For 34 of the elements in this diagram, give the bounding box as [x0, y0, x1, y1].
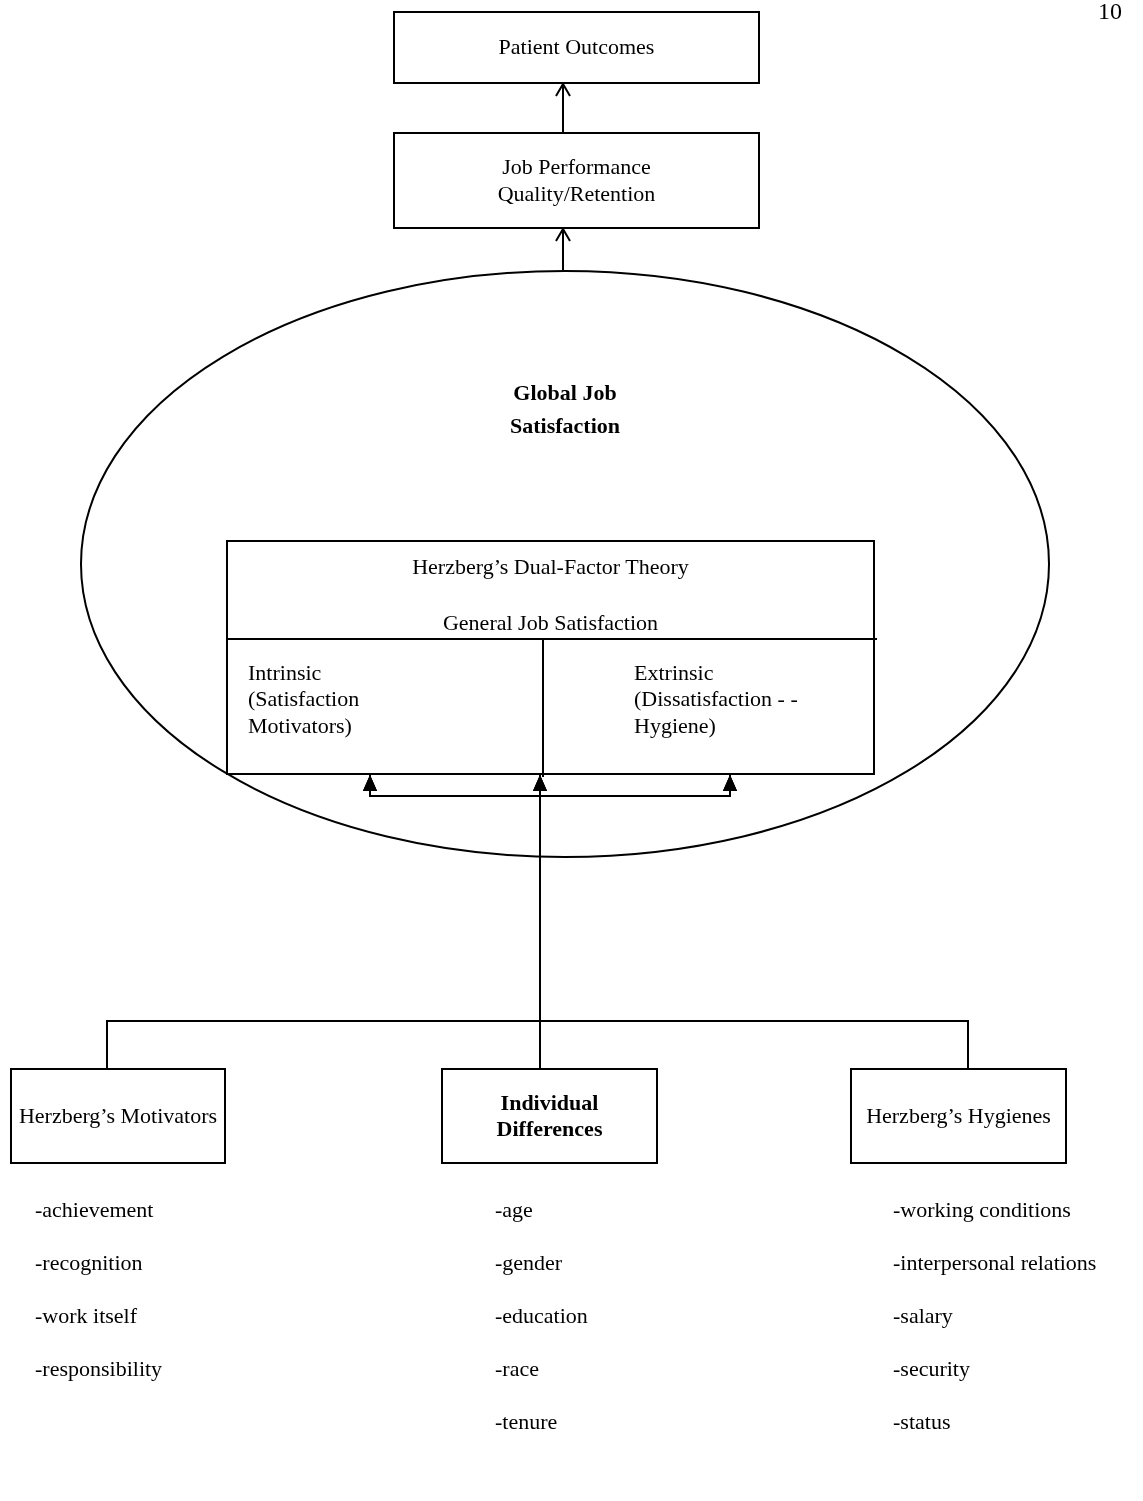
arrow — [555, 228, 571, 271]
process-box — [393, 11, 760, 84]
list-item: -achievement — [35, 1197, 154, 1223]
list-item: -tenure — [495, 1409, 558, 1435]
process-box — [10, 1068, 226, 1164]
oval-title: Global Job Satisfaction — [509, 379, 621, 440]
cell-text: Intrinsic (Satisfaction Motivators) — [248, 660, 361, 740]
box-label: Job Performance Quality/Retention — [496, 154, 657, 207]
list-item: -age — [495, 1197, 533, 1223]
list-item: -status — [893, 1409, 951, 1435]
cell-text: Extrinsic (Dissatisfaction - -Hygiene) — [634, 660, 799, 740]
list-item: -responsibility — [35, 1356, 163, 1382]
list-item: -working conditions — [893, 1197, 1071, 1223]
arrow — [555, 83, 571, 133]
list-item: -gender — [495, 1250, 563, 1276]
process-box — [850, 1068, 1067, 1164]
list-item: -race — [495, 1356, 539, 1382]
table-cell — [542, 638, 877, 777]
list-item: -security — [893, 1356, 970, 1382]
page-number: 10 — [1098, 0, 1122, 25]
process-box — [393, 132, 760, 229]
list-item: -work itself — [35, 1303, 138, 1329]
process-box — [441, 1068, 658, 1164]
list-item: -recognition — [35, 1250, 143, 1276]
box-label: Individual Differences — [495, 1089, 604, 1143]
box-label: Herzberg’s Motivators — [18, 1102, 218, 1130]
list-item: -interpersonal relations — [893, 1250, 1097, 1276]
list-item: -salary — [893, 1303, 953, 1329]
list-item: -education — [495, 1303, 588, 1329]
table-heading: Herzberg’s Dual-Factor Theory — [411, 554, 690, 581]
box-label: Patient Outcomes — [498, 34, 655, 61]
box-label: Herzberg’s Hygienes — [866, 1102, 1051, 1130]
table-subheading: General Job Satisfaction — [441, 610, 660, 637]
theory-table — [226, 540, 875, 775]
